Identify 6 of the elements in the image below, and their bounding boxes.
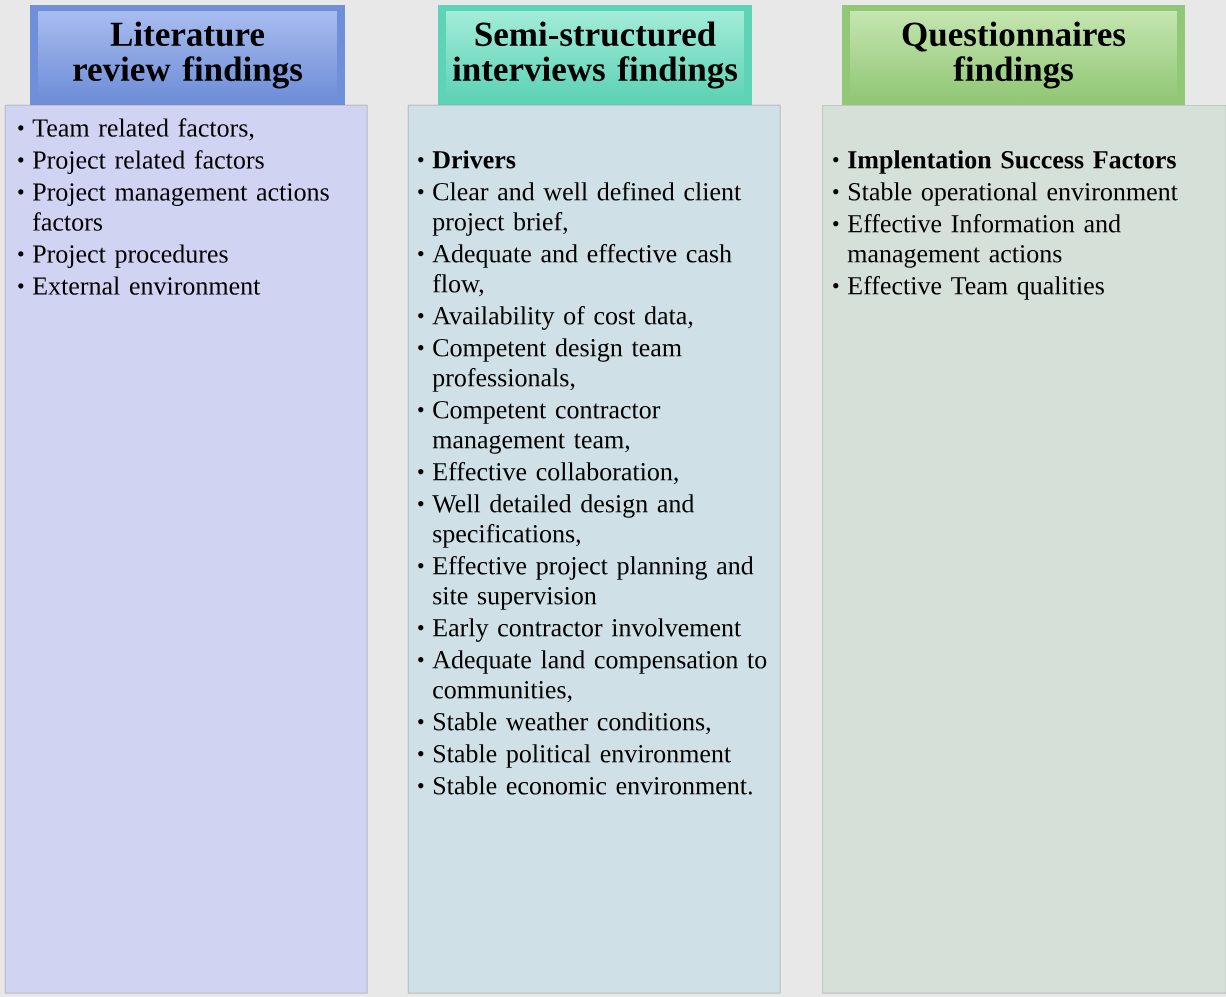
- findings-panel: Drivers Clear and well defined client project brief, Adequate and effective cash flow, Availability of cost data, Competent design team professionals, Competent contractor management team, Effective collaboration, Well detailed design and specifications, Effective project planning and site supervision Early contractor involvement Adequate land compensation to communities, Stable weather conditions, Stable political environment Stable economic environment.: [408, 105, 781, 994]
- header-box: Semi-structured interviews findings: [438, 5, 752, 105]
- findings-panel: Implentation Success Factors Stable operational environment Effective Information and management actions Effective Team qualities: [822, 105, 1226, 994]
- header-box: Literature review findings: [30, 5, 345, 105]
- header-box: Questionnaires findings: [842, 5, 1185, 105]
- findings-panel: Team related factors, Project related factors Project management actions factors Project procedures External environment: [5, 105, 368, 994]
